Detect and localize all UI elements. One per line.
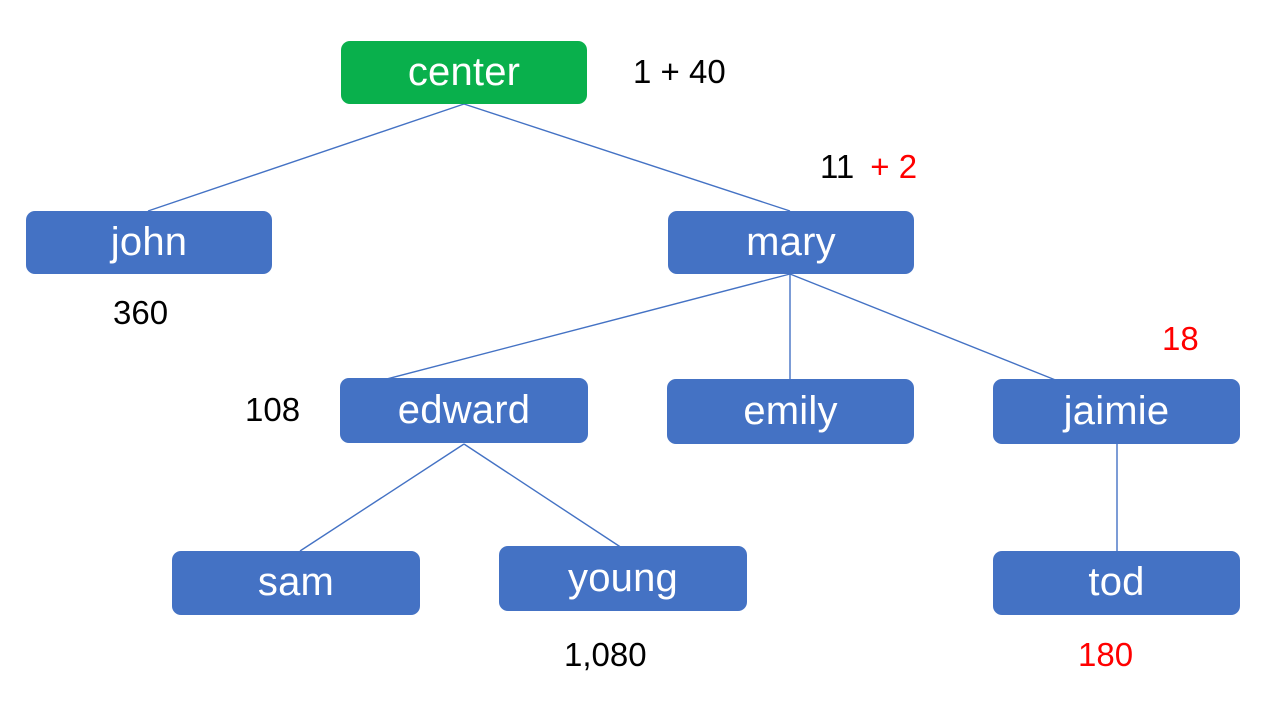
edward-annotation-part-0: 108	[245, 391, 301, 428]
node-center[interactable]: center	[341, 41, 587, 104]
edge-edward-young	[463, 443, 623, 549]
edge-center-john	[147, 103, 465, 212]
node-tod[interactable]: tod	[993, 551, 1240, 615]
young-annotation-part-0: 1,080	[564, 636, 647, 673]
node-label-emily: emily	[743, 388, 838, 433]
edge-mary-jaimie	[789, 273, 1059, 382]
node-label-john: john	[110, 219, 188, 264]
john-annotation-part-0: 360	[113, 294, 169, 331]
young-annotation: 1,080	[564, 638, 647, 671]
node-label-jaimie: jaimie	[1063, 388, 1170, 433]
node-emily[interactable]: emily	[667, 379, 914, 444]
mary-annotation: 11 + 2	[820, 150, 917, 183]
node-young[interactable]: young	[499, 546, 747, 611]
node-label-mary: mary	[746, 219, 836, 264]
center-annotation-part-0: 1 + 40	[633, 53, 726, 90]
edge-mary-edward	[359, 273, 791, 387]
node-edward[interactable]: edward	[340, 378, 588, 443]
node-label-young: young	[568, 555, 678, 600]
node-sam[interactable]: sam	[172, 551, 420, 615]
tod-annotation-part-0: 180	[1078, 636, 1134, 673]
node-john[interactable]: john	[26, 211, 272, 274]
mary-annotation-part-1: + 2	[870, 148, 918, 185]
edge-edward-sam	[299, 443, 465, 552]
tod-annotation: 180	[1078, 638, 1133, 671]
edward-annotation: 108	[245, 393, 300, 426]
node-mary[interactable]: mary	[668, 211, 914, 274]
jaimie-annotation-part-0: 18	[1162, 320, 1199, 357]
node-label-tod: tod	[1088, 560, 1145, 604]
center-annotation: 1 + 40	[633, 55, 726, 88]
node-label-edward: edward	[397, 387, 531, 432]
john-annotation: 360	[113, 296, 168, 329]
edge-center-mary	[463, 103, 791, 212]
node-jaimie[interactable]: jaimie	[993, 379, 1240, 444]
node-label-sam: sam	[257, 560, 335, 604]
mary-annotation-part-0: 11	[820, 148, 855, 185]
jaimie-annotation: 18	[1162, 322, 1199, 355]
node-label-center: center	[407, 49, 521, 94]
